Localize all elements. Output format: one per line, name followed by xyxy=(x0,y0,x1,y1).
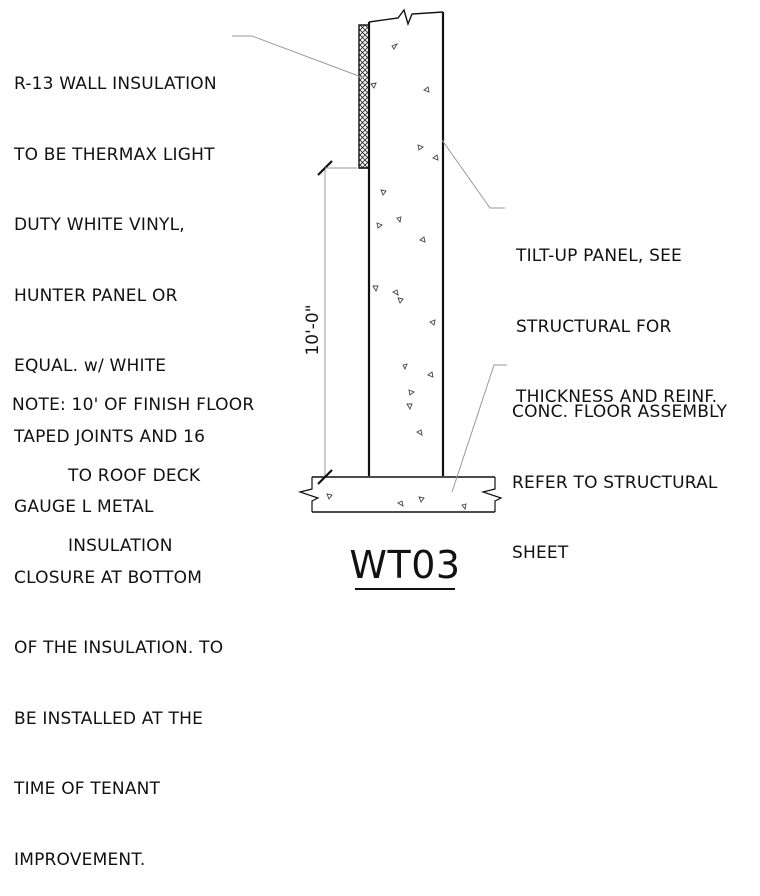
concrete-floor-note: CONC. FLOOR ASSEMBLY REFER TO STRUCTURAL… xyxy=(512,354,727,589)
note-line: HUNTER PANEL OR xyxy=(14,285,178,306)
note-line: TIME OF TENANT xyxy=(14,779,161,799)
tilt-up-leader xyxy=(441,139,505,209)
floor-to-deck-note: NOTE: 10' OF FINISH FLOOR TO ROOF DECK I… xyxy=(12,347,254,582)
concrete-aggregate xyxy=(326,43,467,511)
dimension-line xyxy=(317,160,357,485)
note-line: REFER TO STRUCTURAL xyxy=(512,472,718,493)
note-line: OF THE INSULATION. TO xyxy=(14,638,224,658)
break-line-right xyxy=(480,477,503,512)
break-line-top xyxy=(368,8,444,27)
note-line: INSULATION xyxy=(12,536,173,556)
wall-insulation xyxy=(358,24,370,169)
note-line: R-13 WALL INSULATION xyxy=(14,74,217,94)
note-line: SHEET xyxy=(512,543,569,563)
wall-section-drawing xyxy=(232,8,507,513)
note-line: DUTY WHITE VINYL, xyxy=(14,215,185,235)
note-line: IMPROVEMENT. xyxy=(14,849,146,870)
tilt-up-panel xyxy=(367,8,445,476)
title-underline xyxy=(355,588,455,590)
detail-title: WT03 xyxy=(349,543,461,587)
leader-lines xyxy=(232,35,507,493)
insulation-leader xyxy=(232,35,365,79)
note-line: TILT-UP PANEL, SEE xyxy=(516,246,682,266)
dimension-label: 10'-0" xyxy=(303,304,323,356)
note-line: EQUAL. w/ WHITE xyxy=(14,356,167,376)
note-line: NOTE: 10' OF FINISH FLOOR xyxy=(12,395,255,415)
note-line: BE INSTALLED AT THE xyxy=(14,708,204,729)
note-line: TO ROOF DECK xyxy=(12,465,201,486)
break-line-left xyxy=(297,477,320,512)
note-line: CONC. FLOOR ASSEMBLY xyxy=(512,402,728,422)
note-line: THICKNESS AND REINF. xyxy=(516,387,718,407)
note-line: STRUCTURAL FOR xyxy=(516,316,672,337)
note-line: TAPED JOINTS AND 16 xyxy=(14,426,206,447)
tilt-up-panel-note: TILT-UP PANEL, SEE STRUCTURAL FOR THICKN… xyxy=(516,198,717,433)
note-line: GAUGE L METAL xyxy=(14,497,154,517)
floor-leader xyxy=(451,364,507,493)
concrete-floor-slab xyxy=(297,476,503,513)
note-line: TO BE THERMAX LIGHT xyxy=(14,144,215,165)
note-line: CLOSURE AT BOTTOM xyxy=(14,567,203,588)
